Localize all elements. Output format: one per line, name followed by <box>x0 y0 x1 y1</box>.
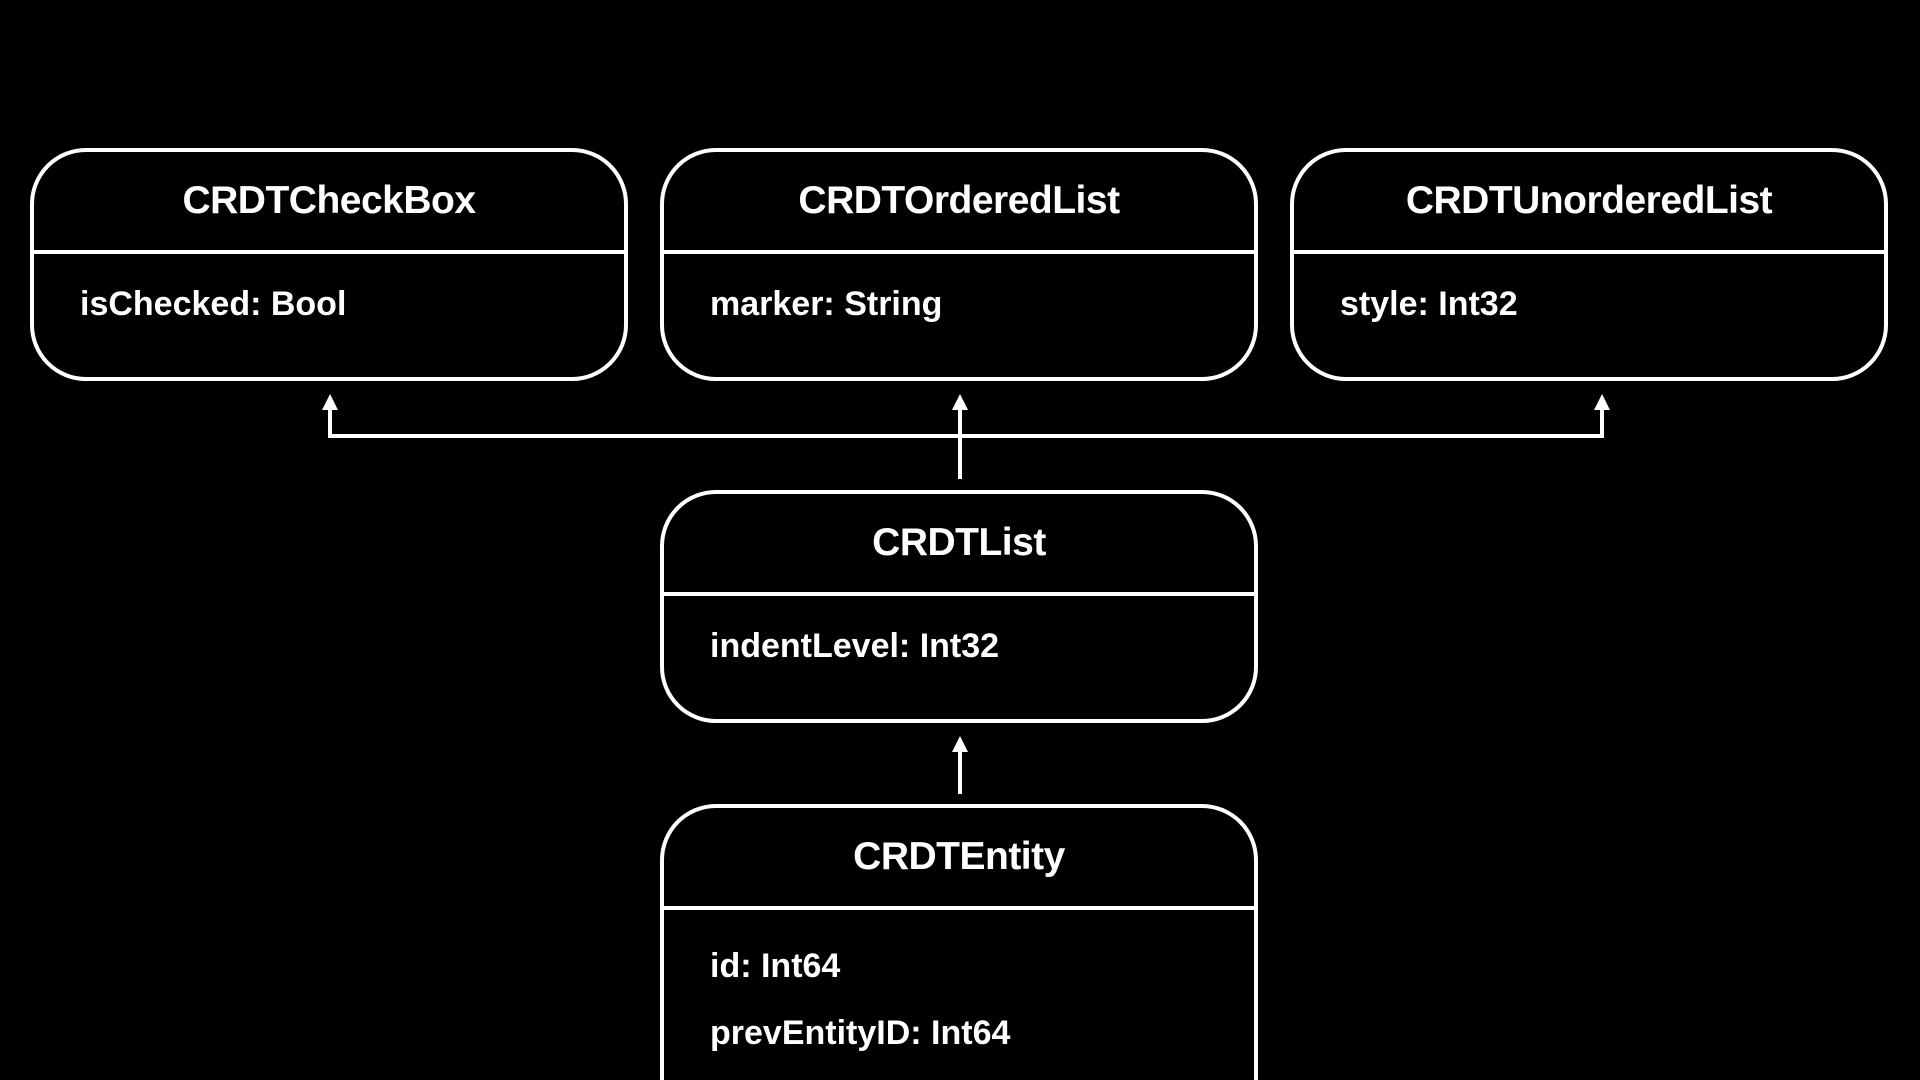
class-name: CRDTUnorderedList <box>1294 152 1884 254</box>
class-attribute: marker: String <box>710 285 943 323</box>
class-attributes: indentLevel: Int32 <box>664 596 1254 666</box>
class-box-crdt-ordered-list: CRDTOrderedList marker: String <box>660 148 1258 381</box>
class-attributes: marker: String <box>664 254 1254 324</box>
class-attributes: style: Int32 <box>1294 254 1884 324</box>
class-attributes: id: Int64 prevEntityID: Int64 <box>664 910 1254 1053</box>
class-name: CRDTList <box>664 494 1254 596</box>
class-name: CRDTCheckBox <box>34 152 624 254</box>
class-box-crdt-list: CRDTList indentLevel: Int32 <box>660 490 1258 723</box>
arrowhead-to-ordered-list <box>952 394 968 410</box>
arrowhead-to-list <box>952 736 968 752</box>
class-name: CRDTEntity <box>664 808 1254 910</box>
class-attribute: style: Int32 <box>1340 285 1518 323</box>
arrowhead-to-unordered-list <box>1594 394 1610 410</box>
class-attribute: indentLevel: Int32 <box>710 627 1000 665</box>
class-attribute: id: Int64 <box>710 947 841 985</box>
class-attributes: isChecked: Bool <box>34 254 624 324</box>
class-attribute: prevEntityID: Int64 <box>710 1014 1011 1052</box>
class-attribute: isChecked: Bool <box>80 285 347 323</box>
arrowhead-to-checkbox <box>322 394 338 410</box>
class-box-crdt-checkbox: CRDTCheckBox isChecked: Bool <box>30 148 628 381</box>
class-box-crdt-unordered-list: CRDTUnorderedList style: Int32 <box>1290 148 1888 381</box>
class-name: CRDTOrderedList <box>664 152 1254 254</box>
class-box-crdt-entity: CRDTEntity id: Int64 prevEntityID: Int64 <box>660 804 1258 1080</box>
